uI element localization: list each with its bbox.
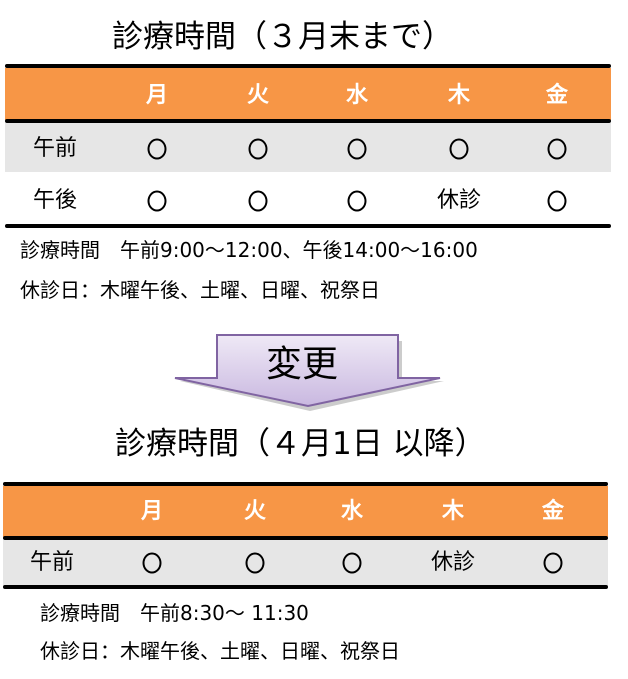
available-circle-icon — [347, 190, 367, 212]
divider — [5, 64, 611, 68]
day-header: 金 — [541, 499, 565, 524]
before-schedule-table: 月 火 水 木 金午前午後 休診 — [5, 64, 611, 229]
day-header: 木 — [441, 499, 465, 524]
change-label: 変更 — [266, 344, 339, 385]
closed-label: 休診 — [436, 188, 482, 213]
available-circle-icon — [543, 552, 563, 574]
day-header: 月 — [145, 83, 169, 108]
available-circle-icon — [547, 190, 567, 212]
divider — [5, 119, 611, 123]
table-row — [3, 540, 608, 586]
after-hours: 診療時間 午前8:30～ 11:30 — [40, 601, 309, 625]
table-row — [5, 123, 611, 172]
header-row — [3, 486, 608, 537]
day-header: 水 — [340, 499, 364, 524]
change-arrow-icon — [174, 334, 444, 411]
divider — [5, 224, 611, 228]
header-row — [5, 68, 611, 120]
closed-label: 休診 — [430, 550, 476, 575]
available-circle-icon — [342, 552, 362, 574]
available-circle-icon — [547, 138, 567, 160]
available-circle-icon — [248, 190, 268, 212]
before-closed-days: 休診日：木曜午後、土曜、日曜、祝祭日 — [20, 278, 380, 302]
day-header: 火 — [243, 499, 267, 524]
available-circle-icon — [449, 138, 469, 160]
row-label: 午前 — [32, 136, 78, 161]
day-header: 木 — [447, 83, 471, 108]
after-title: 診療時間（４月1日 以降） — [115, 426, 486, 462]
after-closed-days: 休診日：木曜午後、土曜、日曜、祝祭日 — [40, 639, 400, 663]
available-circle-icon — [248, 138, 268, 160]
available-circle-icon — [147, 138, 167, 160]
divider — [3, 536, 608, 540]
before-title: 診療時間（３月末まで） — [112, 19, 453, 55]
day-header: 金 — [545, 83, 569, 108]
divider — [3, 482, 608, 486]
available-circle-icon — [245, 552, 265, 574]
day-header: 火 — [246, 83, 270, 108]
available-circle-icon — [147, 190, 167, 212]
day-header: 月 — [140, 499, 164, 524]
row-label: 午前 — [29, 550, 75, 575]
row-label: 午後 — [32, 188, 78, 213]
after-schedule-table: 月 火 水 木 金午前 休診 — [3, 482, 608, 590]
available-circle-icon — [347, 138, 367, 160]
available-circle-icon — [142, 552, 162, 574]
before-hours: 診療時間 午前9:00～12:00、午後14:00～16:00 — [20, 238, 478, 262]
divider — [3, 585, 608, 589]
day-header: 水 — [345, 83, 369, 108]
